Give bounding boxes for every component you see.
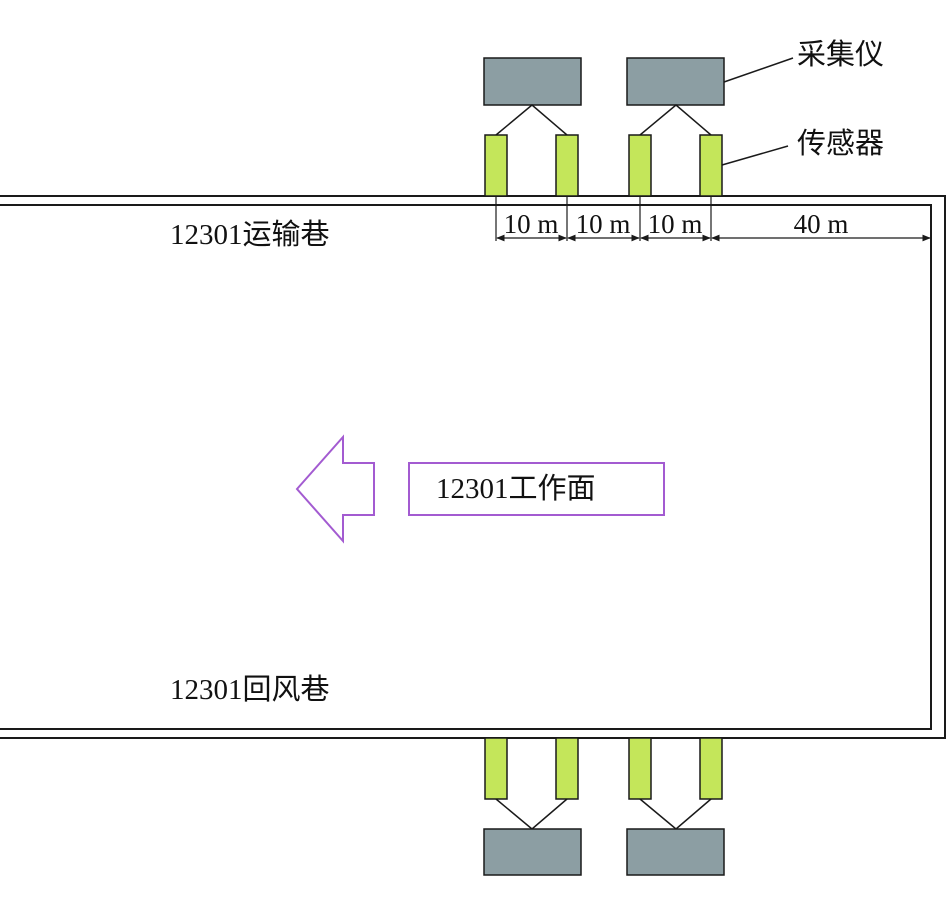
collector-top-left bbox=[483, 57, 582, 106]
sensor-top-3 bbox=[628, 134, 652, 197]
dimension-gap-3: 10 m bbox=[648, 209, 703, 239]
top-wires bbox=[495, 104, 712, 136]
collector-leader-line bbox=[723, 57, 794, 83]
collector-label: 采集仪 bbox=[797, 38, 884, 71]
dimension-gap-2: 10 m bbox=[576, 209, 631, 239]
collector-bottom-left bbox=[483, 828, 582, 876]
sensor-leader-line bbox=[721, 145, 789, 166]
working-face-box bbox=[408, 462, 665, 516]
dimension-end-distance: 40 m bbox=[794, 209, 849, 239]
dimension-gap-1: 10 m bbox=[504, 209, 559, 239]
return-roadway-label: 12301回风巷 bbox=[170, 673, 330, 706]
roadway-outline bbox=[0, 195, 946, 739]
dimension-extension-lines bbox=[495, 196, 712, 241]
sensor-top-4 bbox=[699, 134, 723, 197]
sensor-top-2 bbox=[555, 134, 579, 197]
collector-bottom-right bbox=[626, 828, 725, 876]
sensor-bottom-4 bbox=[699, 737, 723, 800]
sensor-bottom-3 bbox=[628, 737, 652, 800]
bottom-wires bbox=[495, 798, 712, 830]
working-face-label: 12301工作面 bbox=[436, 472, 596, 505]
mining-direction-arrow-icon bbox=[295, 434, 375, 544]
sensor-label: 传感器 bbox=[797, 127, 884, 160]
transport-roadway-label: 12301运输巷 bbox=[170, 218, 330, 251]
sensor-bottom-1 bbox=[484, 737, 508, 800]
collector-top-right bbox=[626, 57, 725, 106]
sensor-top-1 bbox=[484, 134, 508, 197]
sensor-bottom-2 bbox=[555, 737, 579, 800]
